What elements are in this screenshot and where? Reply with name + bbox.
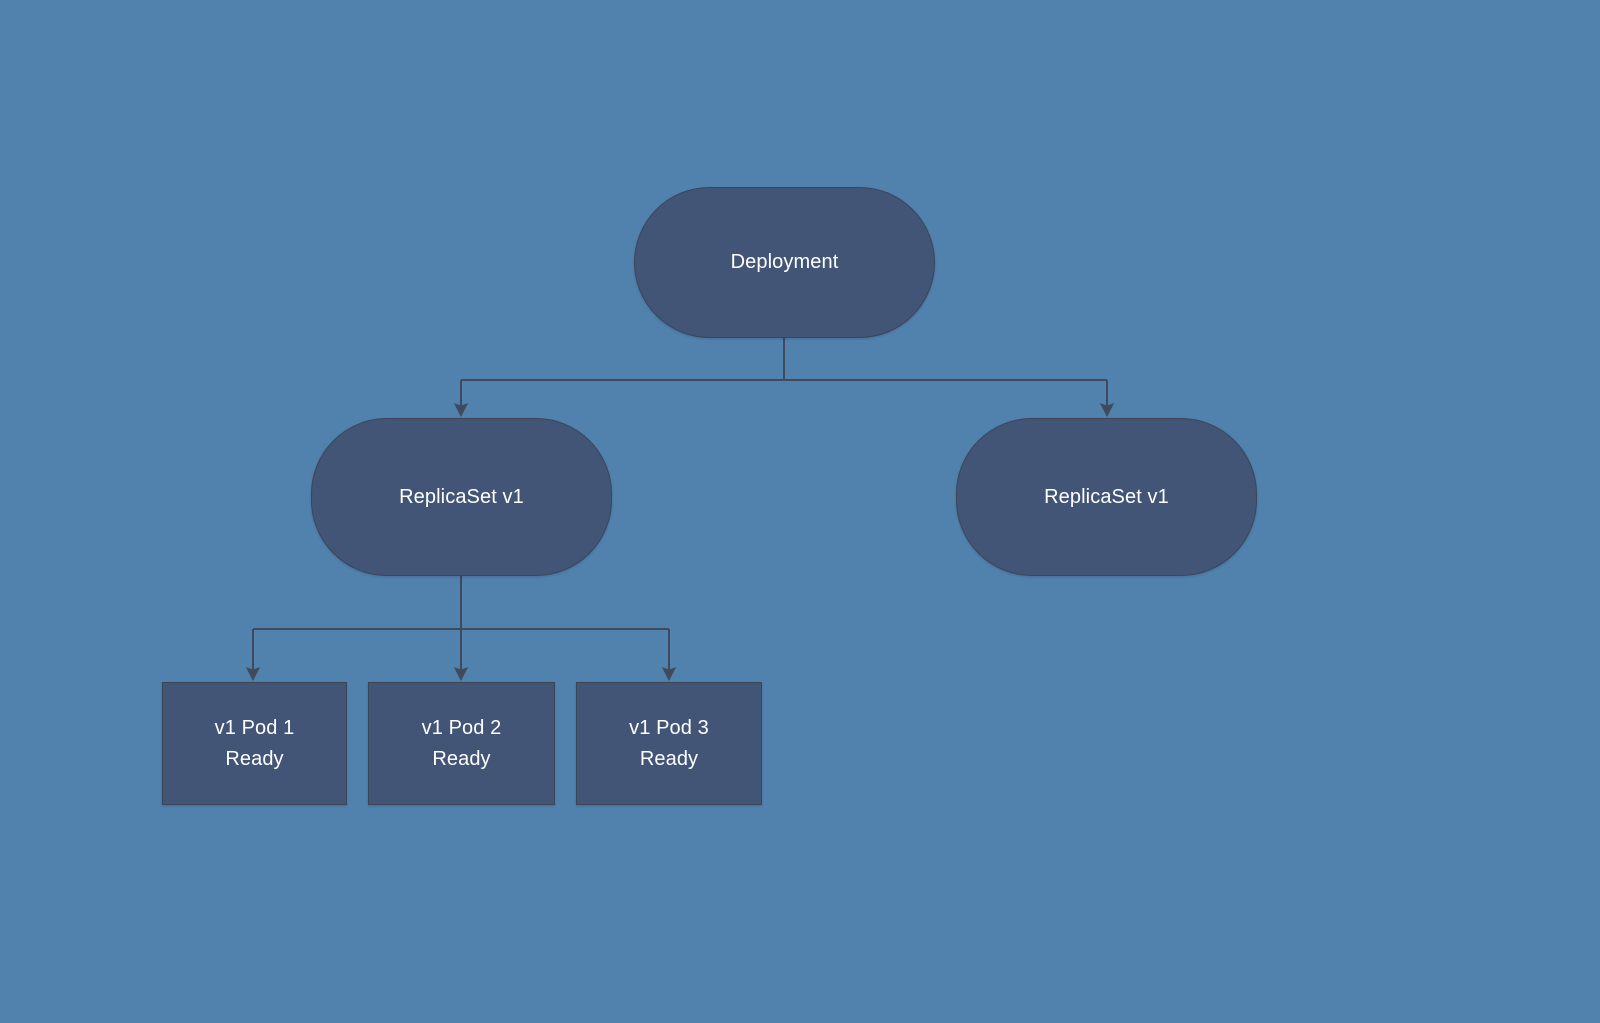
node-replicaset-right-label: ReplicaSet v1 (1044, 485, 1169, 508)
node-deployment-label: Deployment (730, 251, 839, 273)
node-pod-1-label: v1 Pod 1 (214, 716, 295, 739)
node-pod-3[interactable]: v1 Pod 3 Ready (576, 682, 762, 805)
node-replicaset-right[interactable]: ReplicaSet v1 (956, 418, 1257, 576)
node-pod-2[interactable]: v1 Pod 2 Ready (368, 682, 555, 805)
node-replicaset-left-label: ReplicaSet v1 (399, 485, 524, 508)
node-deployment[interactable]: Deployment (634, 187, 935, 338)
node-pod-3-label: v1 Pod 3 (629, 716, 709, 739)
node-pod-2-label: v1 Pod 2 (421, 716, 502, 739)
node-pod-1-status: Ready (225, 747, 284, 770)
node-pod-3-status: Ready (639, 747, 699, 770)
node-pod-2-status: Ready (432, 747, 491, 770)
node-replicaset-left[interactable]: ReplicaSet v1 (311, 418, 612, 576)
node-pod-1[interactable]: v1 Pod 1 Ready (162, 682, 347, 805)
